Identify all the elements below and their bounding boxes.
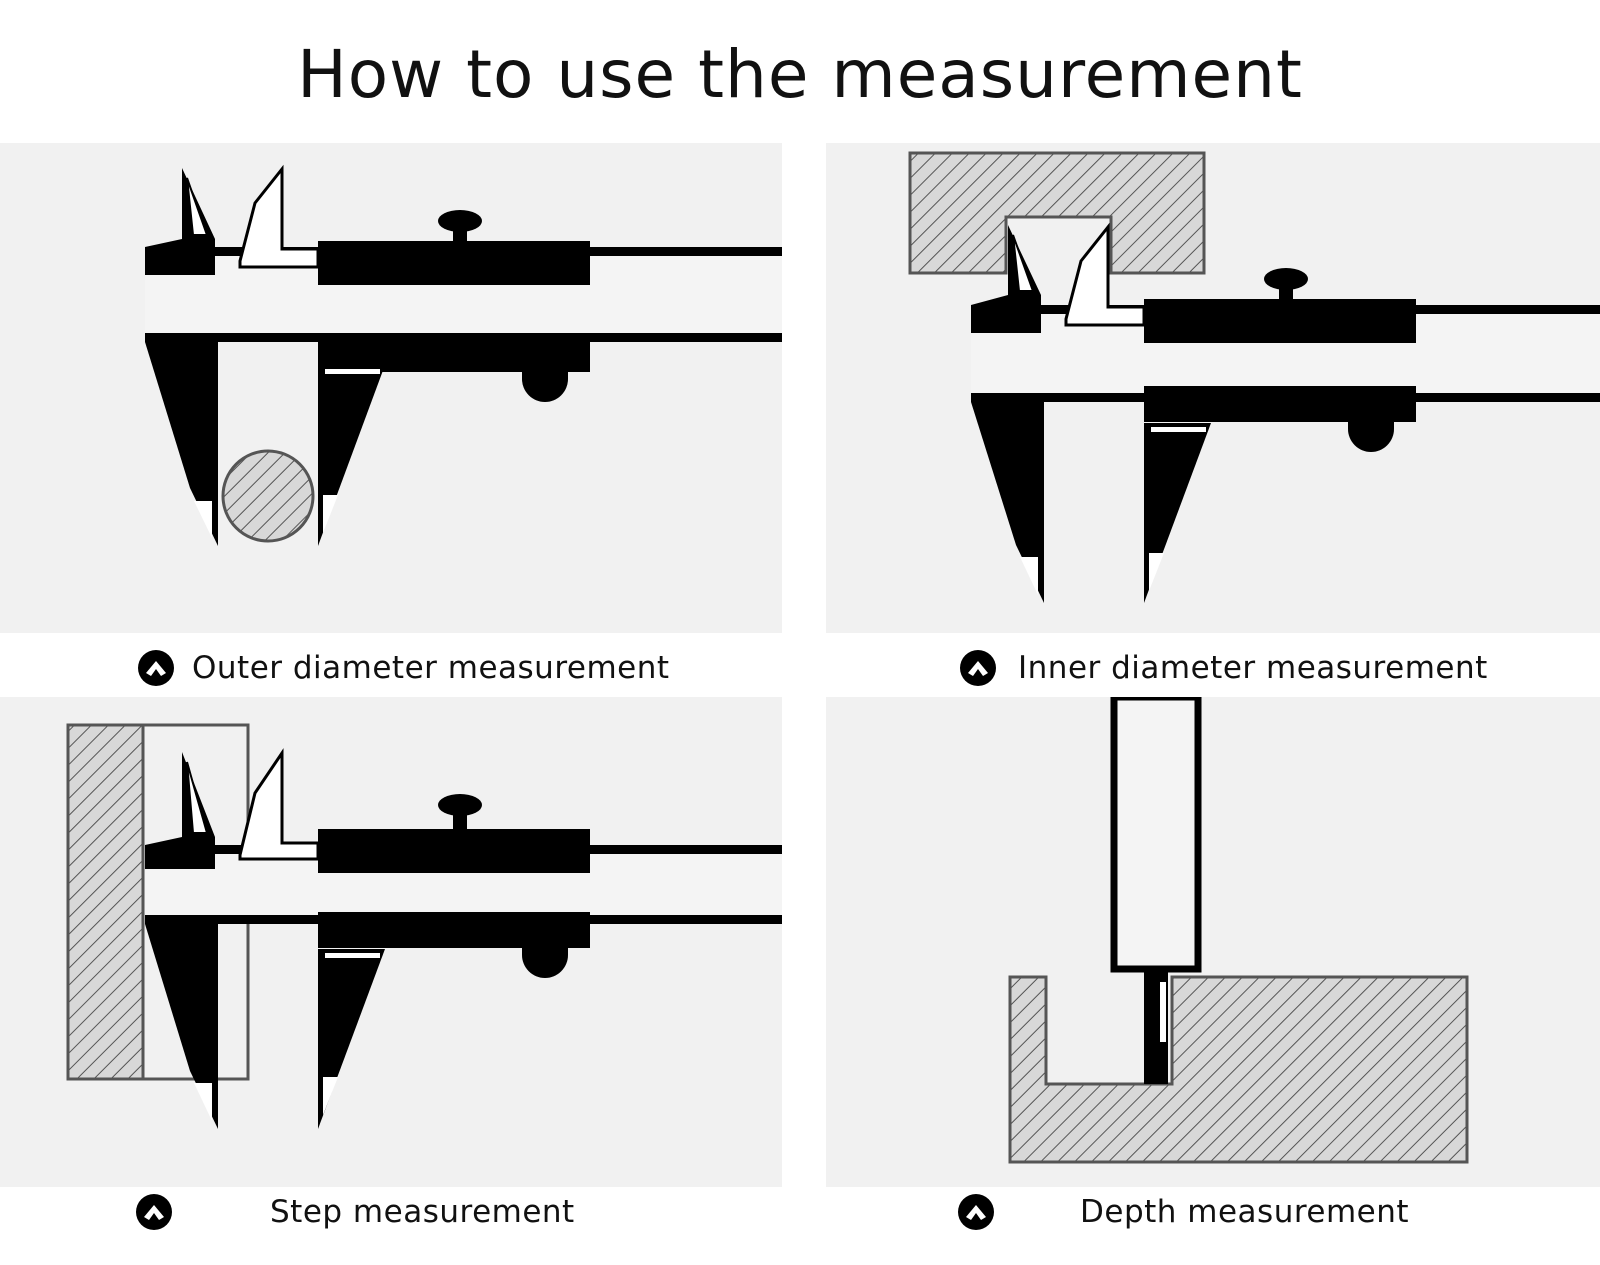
step-caption: Step measurement bbox=[136, 1190, 575, 1234]
bore-workpiece bbox=[908, 151, 1206, 275]
inner-diameter-caption: Inner diameter measurement bbox=[960, 646, 1488, 690]
outer-diameter-caption: Outer diameter measurement bbox=[138, 646, 670, 690]
outer-diameter-panel bbox=[0, 143, 782, 633]
step-workpiece bbox=[66, 723, 145, 1081]
depth-label: Depth measurement bbox=[1080, 1194, 1410, 1230]
caliper-depth-rod bbox=[1110, 697, 1202, 1084]
step-panel bbox=[0, 697, 782, 1187]
page-title: How to use the measurement bbox=[297, 36, 1303, 113]
inner-diameter-panel bbox=[826, 143, 1600, 633]
outer-diameter-label: Outer diameter measurement bbox=[192, 650, 670, 686]
inner-diameter-label: Inner diameter measurement bbox=[1018, 650, 1488, 686]
caliper-drawing bbox=[145, 748, 782, 1129]
stepped-workpiece bbox=[1008, 975, 1469, 1164]
step-illustration bbox=[66, 723, 782, 1129]
caliper-drawing bbox=[971, 222, 1600, 603]
step-label: Step measurement bbox=[270, 1194, 575, 1230]
outer-diameter-illustration bbox=[145, 164, 782, 546]
circle-up-chevron-icon bbox=[136, 1194, 172, 1230]
depth-caption: Depth measurement bbox=[958, 1190, 1409, 1234]
circle-up-chevron-icon bbox=[958, 1194, 994, 1230]
circle-up-chevron-icon bbox=[960, 650, 996, 686]
depth-panel bbox=[826, 697, 1600, 1187]
caliper-drawing bbox=[145, 164, 782, 546]
round-workpiece bbox=[221, 449, 315, 543]
inner-diameter-illustration bbox=[908, 151, 1600, 603]
depth-illustration bbox=[1008, 697, 1469, 1164]
circle-up-chevron-icon bbox=[138, 650, 174, 686]
